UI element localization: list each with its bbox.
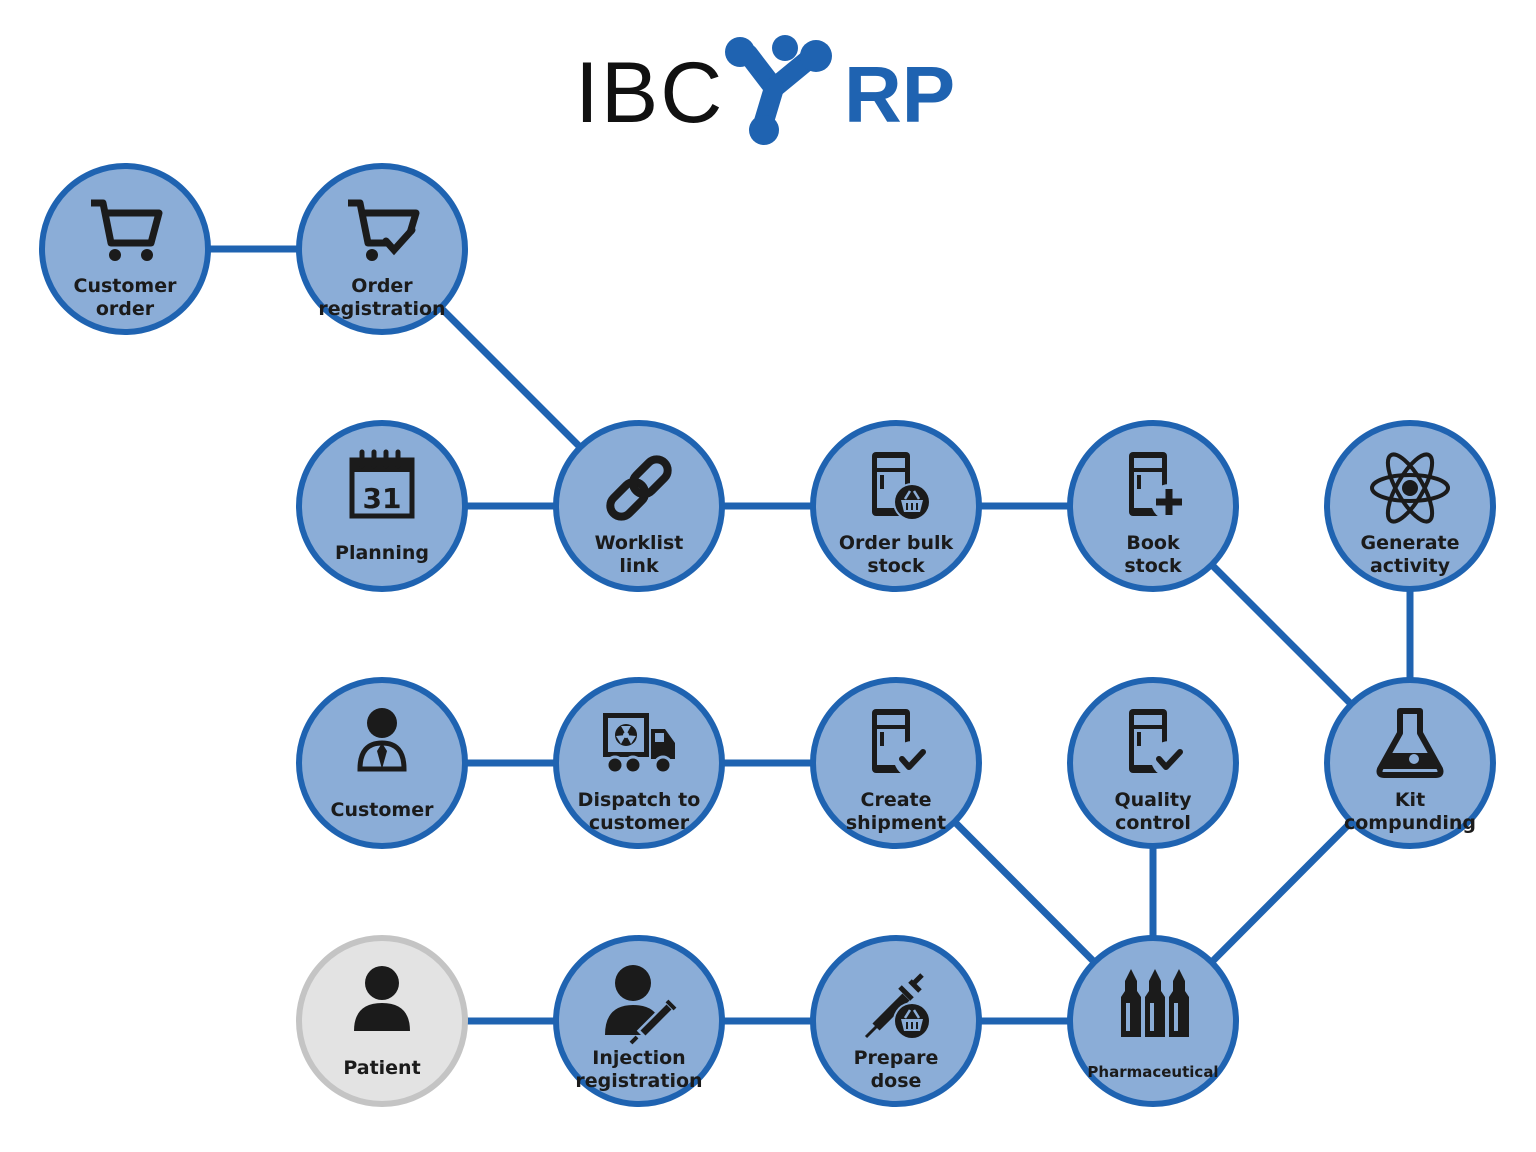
- node-generate-activity[interactable]: Generate activity: [1324, 420, 1496, 592]
- fridge-check-icon: [1111, 703, 1195, 787]
- node-prepare-dose[interactable]: Prepare dose: [810, 935, 982, 1107]
- node-book-stock[interactable]: Book stock: [1067, 420, 1239, 592]
- ampoules-icon: [1111, 961, 1195, 1045]
- node-label: Customer: [330, 799, 434, 821]
- node-label: Create shipment: [845, 789, 947, 834]
- node-label: Worklist link: [594, 532, 684, 577]
- cart-icon: [83, 189, 167, 273]
- node-worklist-link[interactable]: Worklist link: [553, 420, 725, 592]
- ibc-rp-logo: IBC RP: [575, 35, 955, 145]
- cart-check-icon: [340, 189, 424, 273]
- chain-link-icon: [597, 446, 681, 530]
- node-label: Order registration: [318, 275, 446, 320]
- node-label: Planning: [335, 542, 429, 564]
- logo-text-ibc: IBC: [575, 45, 724, 141]
- node-patient[interactable]: Patient: [296, 935, 468, 1107]
- node-kit-compunding[interactable]: Kit compunding: [1324, 677, 1496, 849]
- node-label: Customer order: [73, 275, 177, 320]
- node-label: Quality control: [1114, 789, 1192, 834]
- person-syringe-icon: [597, 961, 681, 1045]
- node-create-shipment[interactable]: Create shipment: [810, 677, 982, 849]
- calendar-icon: 31: [340, 446, 424, 530]
- node-customer-order[interactable]: Customer order: [39, 163, 211, 335]
- node-label: Book stock: [1124, 532, 1182, 577]
- fridge-plus-icon: [1111, 446, 1195, 530]
- node-quality-control[interactable]: Quality control: [1067, 677, 1239, 849]
- node-injection-registration[interactable]: Injection registration: [553, 935, 725, 1107]
- node-label: Injection registration: [575, 1047, 703, 1092]
- node-label: Prepare dose: [853, 1047, 939, 1092]
- node-pharmaceutical[interactable]: Pharmaceutical: [1067, 935, 1239, 1107]
- node-order-registration[interactable]: Order registration: [296, 163, 468, 335]
- fridge-basket-icon: [854, 446, 938, 530]
- node-dispatch-to-customer[interactable]: Dispatch to customer: [553, 677, 725, 849]
- node-label: Dispatch to customer: [577, 789, 701, 834]
- flask-icon: [1368, 703, 1452, 787]
- node-label: Generate activity: [1360, 532, 1460, 577]
- node-label: Kit compunding: [1343, 789, 1476, 834]
- node-customer[interactable]: Customer: [296, 677, 468, 849]
- logo-text-rp: RP: [844, 50, 955, 139]
- person-icon: [340, 961, 424, 1045]
- atom-icon: [1368, 446, 1452, 530]
- logo-molecule-mark: [725, 35, 832, 145]
- node-label: Pharmaceutical: [1087, 1063, 1219, 1081]
- svg-text:31: 31: [363, 482, 402, 515]
- node-order-bulk-stock[interactable]: Order bulk stock: [810, 420, 982, 592]
- node-label: Order bulk stock: [838, 532, 954, 577]
- node-label: Patient: [343, 1057, 421, 1079]
- fridge-check-icon: [854, 703, 938, 787]
- syringe-basket-icon: [854, 961, 938, 1045]
- radioactive-truck-icon: [597, 703, 681, 787]
- businessman-icon: [340, 703, 424, 787]
